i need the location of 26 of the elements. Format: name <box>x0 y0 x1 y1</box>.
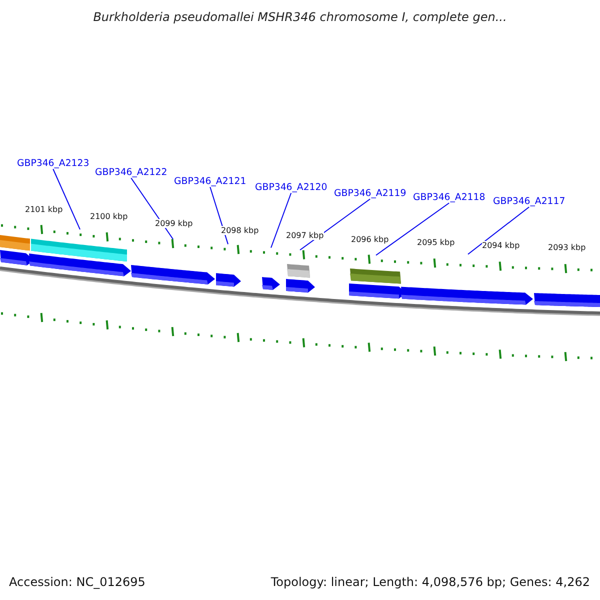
title: Burkholderia pseudomallei MSHR346 chromosome I, complete gen... <box>92 10 508 24</box>
scale-label: 2097 kbp <box>286 231 324 240</box>
scale-label: 2093 kbp <box>548 243 586 252</box>
gene-label: GBP346_A2122 <box>95 167 168 178</box>
leader-line <box>468 206 530 255</box>
leader-line <box>300 198 371 250</box>
leader-line <box>376 202 450 256</box>
leader-line <box>130 178 174 240</box>
scale-label: 2096 kbp <box>351 235 389 244</box>
leader-line <box>270 192 292 248</box>
gene-label: GBP346_A2121 <box>174 176 246 187</box>
scale-label: 2099 kbp <box>155 219 193 228</box>
gene-label: GBP346_A2123 <box>17 158 90 169</box>
gene-label: GBP346_A2118 <box>413 192 486 203</box>
gene-label: GBP346_A2120 <box>255 182 328 193</box>
leader-line <box>52 168 80 230</box>
scale-label: 2101 kbp <box>25 205 63 214</box>
gene-label: GBP346_A2119 <box>334 188 406 199</box>
scale-label: 2100 kbp <box>90 212 128 221</box>
scale-label: 2098 kbp <box>221 226 259 235</box>
scale-label: 2095 kbp <box>417 238 455 247</box>
leader-line <box>210 186 228 245</box>
gene-label: GBP346_A2117 <box>493 196 566 207</box>
info-text: Topology: linear; Length: 4,098,576 bp; Genes: 4,262 <box>270 575 590 589</box>
scale-label: 2094 kbp <box>482 241 520 250</box>
info-text: Accession: NC_012695 <box>9 575 146 589</box>
